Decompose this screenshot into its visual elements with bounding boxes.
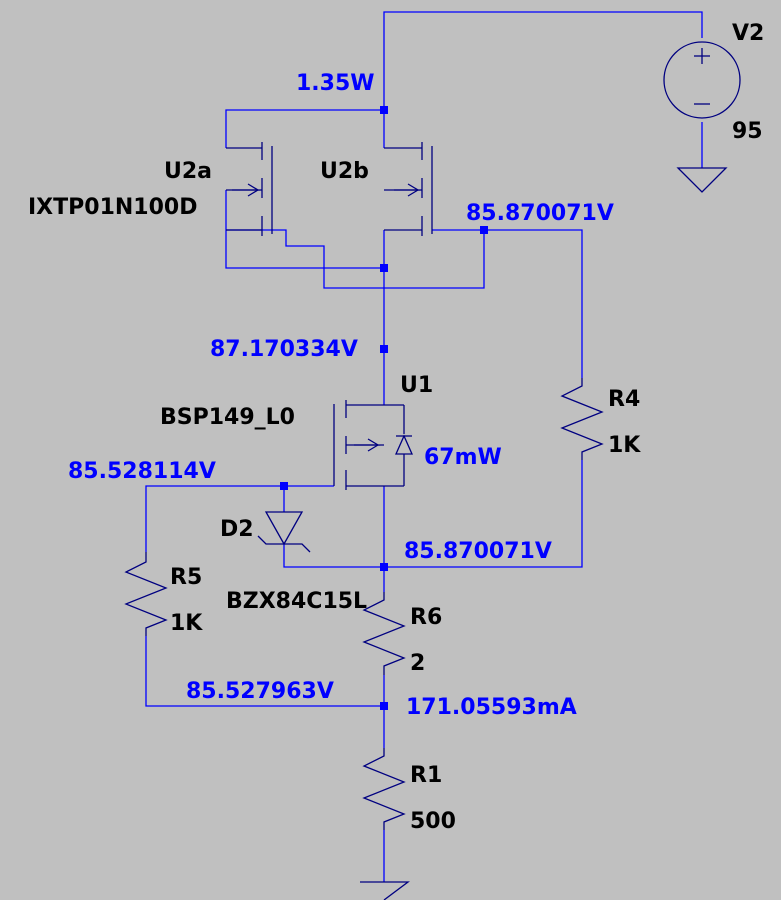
resistor-r4[interactable]	[560, 378, 604, 460]
u2b-ref-label: U2b	[320, 159, 369, 184]
mosfet-u2a[interactable]	[226, 142, 273, 236]
u1-drain-voltage-label: 87.170334V	[210, 337, 358, 362]
wire-d2-anode[interactable]	[283, 544, 384, 568]
wire-u2a-drain[interactable]	[225, 109, 384, 148]
v2-ref-label: V2	[732, 21, 764, 46]
mosfet-u1[interactable]	[333, 400, 414, 490]
u2a-part-label: IXTP01N100D	[28, 195, 198, 220]
zener-diode-d2[interactable]	[257, 511, 311, 553]
r4-ref-label: R4	[608, 387, 640, 412]
wire-u1-gate-r5[interactable]	[145, 485, 334, 552]
junction-u2b-gate[interactable]	[480, 226, 488, 234]
wire-top-rail[interactable]	[383, 11, 703, 110]
u2a-ref-label: U2a	[164, 159, 212, 184]
junction-r1-top[interactable]	[380, 702, 388, 710]
r5-ref-label: R5	[170, 565, 202, 590]
wire-u2b-gate-r4[interactable]	[432, 229, 583, 378]
u1-part-label: BSP149_L0	[160, 405, 295, 430]
u1-ref-label: U1	[400, 373, 433, 398]
resistor-r1[interactable]	[362, 748, 406, 830]
r1-value-label: 500	[410, 809, 456, 834]
wire-u2a-source[interactable]	[226, 229, 485, 289]
r4-value-label: 1K	[608, 433, 641, 458]
u1-power-label: 67mW	[424, 445, 502, 470]
voltage-source-v2[interactable]	[663, 41, 741, 119]
ground-symbol-v2	[676, 167, 728, 193]
d2-ref-label: D2	[220, 517, 254, 542]
resistor-r6[interactable]	[362, 592, 406, 675]
u1-gate-voltage-label: 85.528114V	[68, 459, 216, 484]
u2b-gate-voltage-label: 85.870071V	[466, 201, 614, 226]
r6-ref-label: R6	[410, 605, 442, 630]
u1-source-voltage-label: 85.870071V	[404, 539, 552, 564]
load-current-label: 171.05593mA	[406, 695, 577, 720]
ground-symbol-r1	[360, 881, 410, 900]
junction-u2-source[interactable]	[380, 264, 388, 272]
r5-value-label: 1K	[170, 611, 203, 636]
wires	[145, 11, 703, 882]
junction-drain-top[interactable]	[380, 106, 388, 114]
wire-r4-bottom[interactable]	[384, 460, 583, 568]
d2-part-label: BZX84C15L	[226, 589, 367, 614]
junctions	[280, 106, 488, 710]
v2-value-label: 95	[732, 119, 763, 144]
wire-r5-bottom[interactable]	[145, 636, 384, 707]
junction-u1-source[interactable]	[380, 563, 388, 571]
u2b-drain-power-label: 1.35W	[296, 71, 375, 96]
resistor-r5[interactable]	[124, 552, 168, 636]
r6-value-label: 2	[410, 651, 425, 676]
junction-u1-gate[interactable]	[280, 482, 288, 490]
junction-u1-drain[interactable]	[380, 345, 388, 353]
wire-u2a-left[interactable]	[225, 190, 384, 269]
r1-ref-label: R1	[410, 763, 442, 788]
mosfet-u2b[interactable]	[384, 142, 433, 236]
r1-top-voltage-label: 85.527963V	[186, 679, 334, 704]
